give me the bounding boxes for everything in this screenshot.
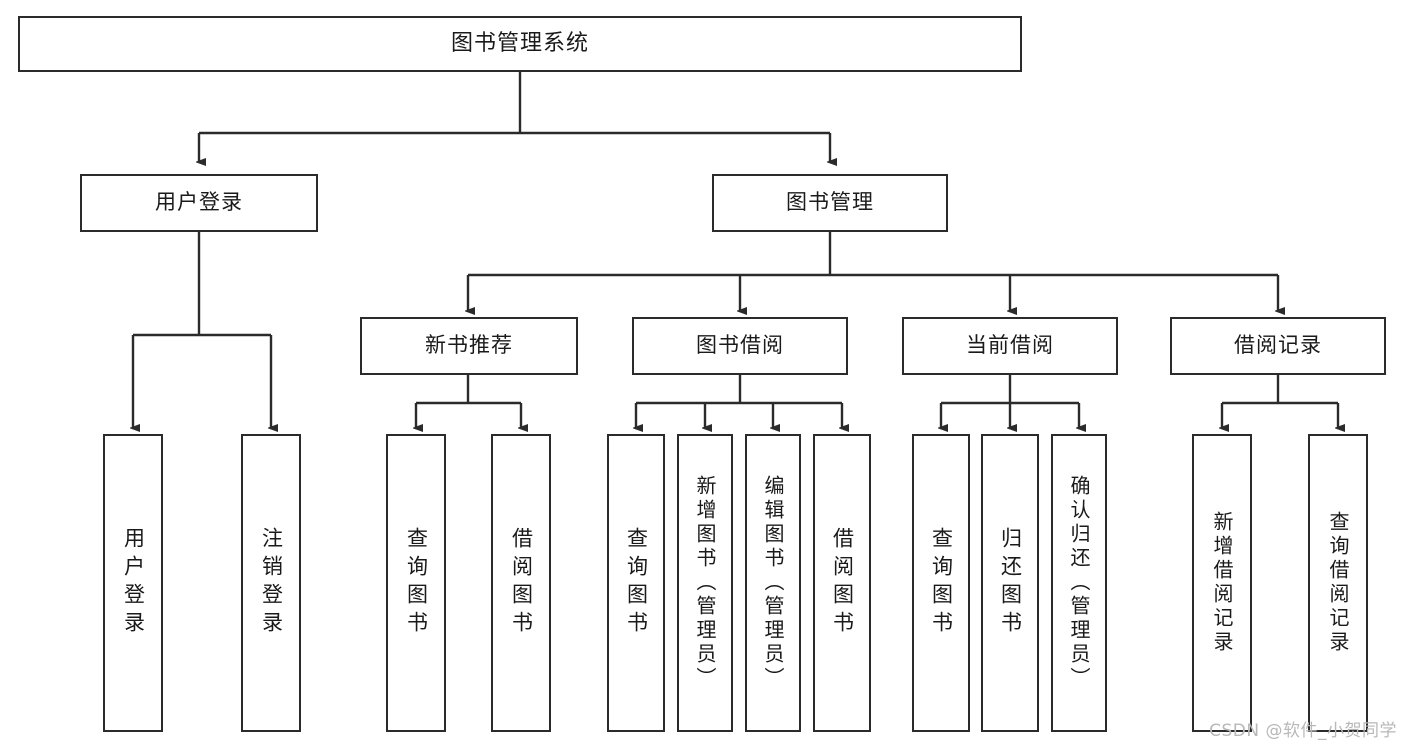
leaf-add-book-admin[interactable]: 新增图书（管理员） <box>677 434 733 732</box>
leaf-add-borrowing-record[interactable]: 新增借阅记录 <box>1192 434 1252 732</box>
leaf-query-books-new-book[interactable]: 查询图书 <box>386 434 446 732</box>
leaf-query-books-current[interactable]: 查询图书 <box>912 434 970 732</box>
node-label: 新书推荐 <box>425 333 513 358</box>
leaf-confirm-return-admin[interactable]: 确认归还（管理员） <box>1051 434 1107 732</box>
leaf-borrow-books-new-book[interactable]: 借阅图书 <box>491 434 551 732</box>
node-label: 借阅图书 <box>830 527 855 639</box>
node-borrowing-records[interactable]: 借阅记录 <box>1170 317 1386 375</box>
node-label: 图书借阅 <box>696 333 784 358</box>
node-label: 编辑图书（管理员） <box>761 475 785 691</box>
node-label: 归还图书 <box>998 527 1023 639</box>
node-new-book-recommendation[interactable]: 新书推荐 <box>360 317 578 375</box>
node-root-book-management-system[interactable]: 图书管理系统 <box>18 16 1022 72</box>
node-label: 查询图书 <box>404 527 429 639</box>
node-label: 查询图书 <box>929 527 954 639</box>
leaf-return-books[interactable]: 归还图书 <box>981 434 1039 732</box>
node-user-login[interactable]: 用户登录 <box>80 174 318 232</box>
node-book-management[interactable]: 图书管理 <box>712 174 948 232</box>
leaf-user-login[interactable]: 用户登录 <box>103 434 163 732</box>
node-label: 新增图书（管理员） <box>693 475 717 691</box>
node-label: 查询图书 <box>624 527 649 639</box>
node-label: 新增借阅记录 <box>1210 511 1234 655</box>
node-label: 查询借阅记录 <box>1326 511 1350 655</box>
leaf-borrow-books-borrowing[interactable]: 借阅图书 <box>813 434 871 732</box>
node-label: 图书管理 <box>786 190 874 215</box>
node-book-borrowing[interactable]: 图书借阅 <box>632 317 848 375</box>
node-label: 用户登录 <box>155 190 243 215</box>
node-label: 图书管理系统 <box>450 30 589 56</box>
watermark-text: CSDN @软件_小贺同学 <box>1209 721 1397 741</box>
leaf-edit-book-admin[interactable]: 编辑图书（管理员） <box>745 434 801 732</box>
node-label: 借阅记录 <box>1234 333 1322 358</box>
node-label: 注销登录 <box>259 527 284 639</box>
node-label: 借阅图书 <box>509 527 534 639</box>
node-label: 当前借阅 <box>966 333 1054 358</box>
node-label: 用户登录 <box>121 527 146 639</box>
leaf-query-books-borrowing[interactable]: 查询图书 <box>607 434 665 732</box>
leaf-query-borrowing-record[interactable]: 查询借阅记录 <box>1308 434 1368 732</box>
node-current-borrowing[interactable]: 当前借阅 <box>902 317 1118 375</box>
node-label: 确认归还（管理员） <box>1067 475 1091 691</box>
leaf-logout[interactable]: 注销登录 <box>241 434 301 732</box>
